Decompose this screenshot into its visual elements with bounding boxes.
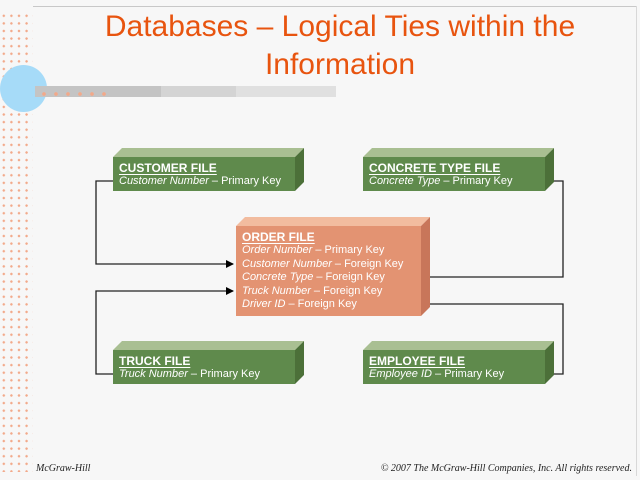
employee-file-field-row: Employee ID – Primary Key — [369, 368, 505, 380]
slide-title: Databases – Logical Ties within the Info… — [104, 10, 576, 81]
concrete-type-file-field-row: Concrete Type – Primary Key — [369, 175, 513, 187]
order-file-field-row: Customer Number – Foreign Key — [242, 257, 404, 270]
order-file-title: ORDER FILE — [242, 230, 315, 244]
truck-file-field-row: Truck Number – Primary Key — [119, 368, 261, 380]
header-bar-decoration — [161, 86, 236, 97]
footer-publisher: McGraw-Hill — [36, 463, 91, 474]
order-file-field-row: Concrete Type – Foreign Key — [242, 271, 385, 283]
header-bar-decoration — [236, 86, 336, 97]
right-rule — [636, 6, 637, 476]
employee-file-title: EMPLOYEE FILE — [369, 354, 466, 368]
order-file-field-row: Driver ID – Foreign Key — [242, 298, 357, 310]
footer-copyright: © 2007 The McGraw-Hill Companies, Inc. A… — [380, 463, 632, 474]
bar-dots-decoration — [38, 91, 108, 97]
order-file-box: ORDER FILE Order Number – Primary Key Cu… — [236, 217, 430, 316]
truck-file-title: TRUCK FILE — [119, 354, 191, 368]
order-file-field-row: Order Number – Primary Key — [242, 244, 385, 256]
top-rule — [33, 6, 636, 7]
connector-customer-to-order — [95, 180, 234, 268]
connector-truck-to-order — [95, 287, 234, 375]
customer-file-field-row: Customer Number – Primary Key — [119, 175, 281, 187]
customer-file-box: CUSTOMER FILE Customer Number – Primary … — [113, 148, 304, 191]
employee-file-box: EMPLOYEE FILE Employee ID – Primary Key — [363, 341, 554, 384]
connector-employee-to-order — [369, 300, 564, 375]
concrete-type-file-box: CONCRETE TYPE FILE Concrete Type – Prima… — [363, 148, 554, 191]
truck-file-box: TRUCK FILE Truck Number – Primary Key — [113, 341, 304, 384]
order-file-field-row: Truck Number – Foreign Key — [242, 284, 383, 297]
concrete-type-file-title: CONCRETE TYPE FILE — [369, 161, 501, 175]
customer-file-title: CUSTOMER FILE — [119, 161, 217, 175]
connector-concrete-to-order — [394, 180, 564, 281]
